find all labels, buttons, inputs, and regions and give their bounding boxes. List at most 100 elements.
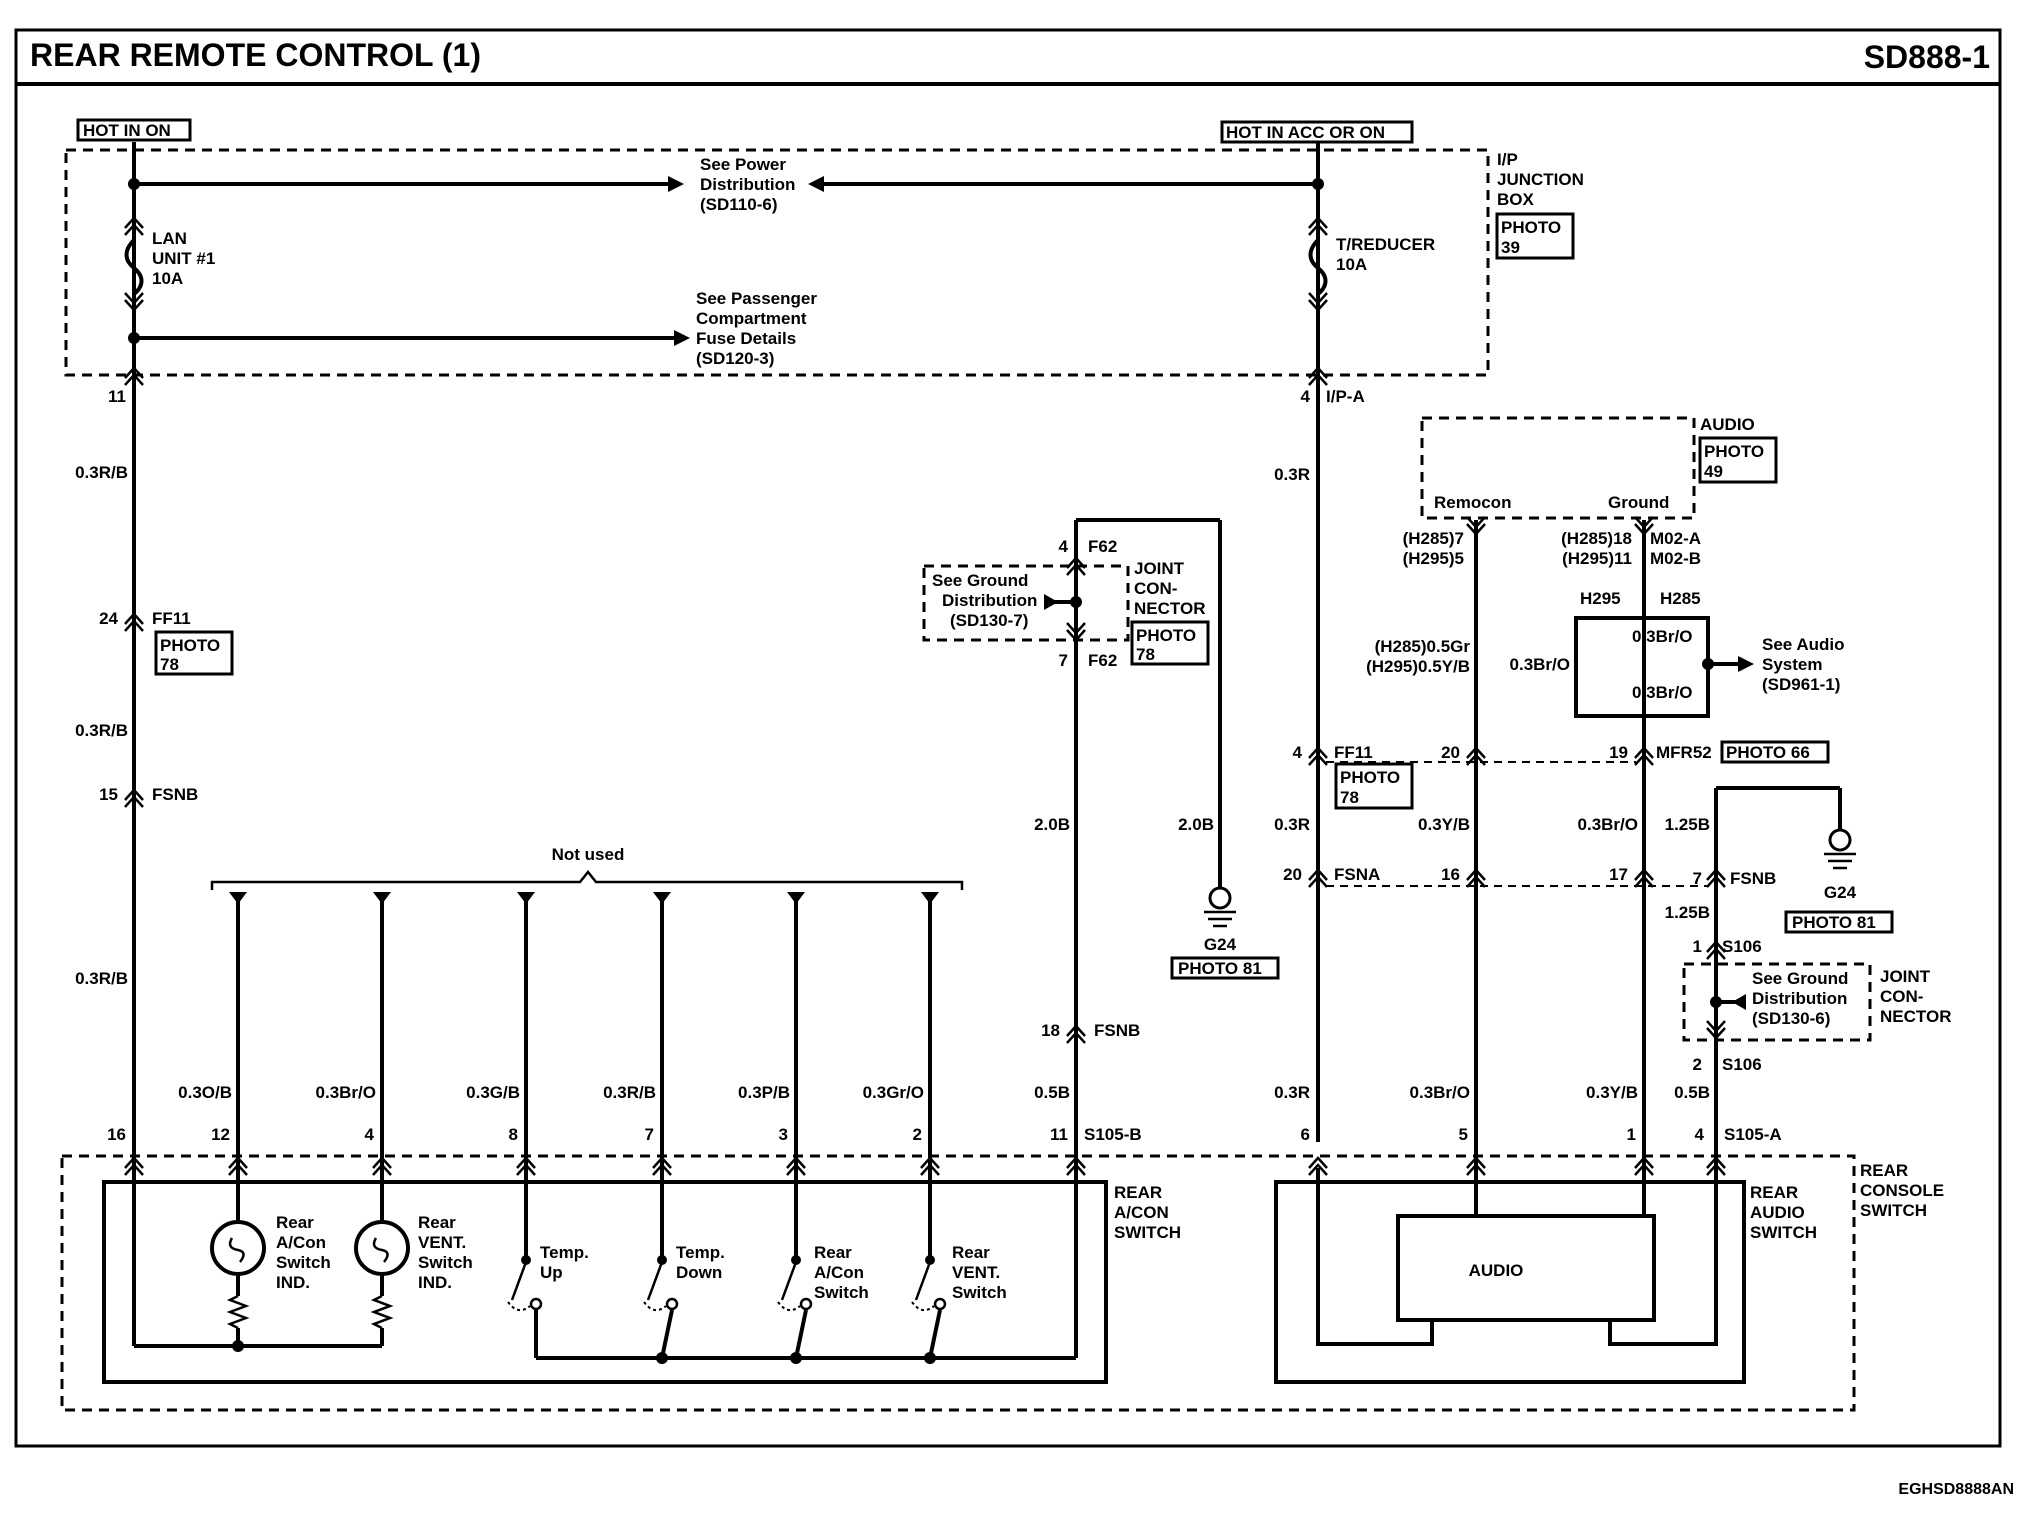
- g24-left-photo: PHOTO 81: [1178, 959, 1262, 978]
- hot-in-acc-label: HOT IN ACC OR ON: [1226, 123, 1385, 142]
- jb-photo-1: PHOTO: [1501, 218, 1561, 237]
- page-title: REAR REMOTE CONTROL (1): [30, 37, 481, 73]
- rcs-label-2: CONSOLE: [1860, 1181, 1944, 1200]
- ac-pin-4: 4: [365, 1125, 375, 1144]
- mfr52-photo: PHOTO 66: [1726, 743, 1810, 762]
- fsna-pin-16: 16: [1441, 865, 1460, 884]
- mfr52-label: MFR52: [1656, 743, 1712, 762]
- wire-r-2: 0.3R: [1274, 815, 1310, 834]
- fsna-pin-17: 17: [1609, 865, 1628, 884]
- audio-photo-2: 49: [1704, 462, 1723, 481]
- wire-gnd-a: 2.0B: [1034, 815, 1070, 834]
- wire-125b-2: 1.25B: [1665, 903, 1710, 922]
- fsnb-pin-7: 7: [1693, 869, 1702, 888]
- wire-05b: 0.5B: [1674, 1083, 1710, 1102]
- s106-pin-1: 1: [1693, 937, 1702, 956]
- sw4-label-1: Rear: [952, 1243, 990, 1262]
- pin-24-label: 24: [99, 609, 118, 628]
- jb-label-1: I/P: [1497, 150, 1518, 169]
- ff11-right-pin: 4: [1293, 743, 1303, 762]
- jc-left-2: CON-: [1134, 579, 1177, 598]
- wire-gnd-b: 2.0B: [1178, 815, 1214, 834]
- ac-wire-5: 0.3P/B: [738, 1083, 790, 1102]
- audio-module-label: AUDIO: [1469, 1261, 1524, 1280]
- s106-label-b: S106: [1722, 1055, 1762, 1074]
- fsnb-right-label: FSNB: [1730, 869, 1776, 888]
- fsnb-18-label: FSNB: [1094, 1021, 1140, 1040]
- see-gd-right-3: (SD130-6): [1752, 1009, 1830, 1028]
- s105a-pin-1: 1: [1627, 1125, 1636, 1144]
- sw3-label-1: Rear: [814, 1243, 852, 1262]
- see-audio-1: See Audio: [1762, 635, 1845, 654]
- fsnb-18-pin: 18: [1041, 1021, 1060, 1040]
- ff11-photo-1: PHOTO: [160, 636, 220, 655]
- jc-left-3: NECTOR: [1134, 599, 1205, 618]
- wire-rem-1: (H285)0.5Gr: [1375, 637, 1471, 656]
- temp-up-switch-icon: [507, 1168, 543, 1358]
- wire-r-3: 0.3R: [1274, 1083, 1310, 1102]
- rear-acon-switch-box: [102, 1180, 1108, 1384]
- ipa-label: I/P-A: [1326, 387, 1365, 406]
- ipa-pin-4: 4: [1301, 387, 1311, 406]
- wire-br-3: 0.3Br/O: [1632, 683, 1692, 702]
- ff11-right-photo-1: PHOTO: [1340, 768, 1400, 787]
- see-power-2: Distribution: [700, 175, 795, 194]
- rear-vent-ind-lamp-icon: [354, 1168, 410, 1346]
- see-pass-3: Fuse Details: [696, 329, 796, 348]
- jb-label-2: JUNCTION: [1497, 170, 1584, 189]
- ac-pin-16: 16: [107, 1125, 126, 1144]
- g24-right-photo: PHOTO 81: [1792, 913, 1876, 932]
- rear-console-switch: [60, 1154, 1856, 1412]
- ras-label-2: AUDIO: [1750, 1203, 1805, 1222]
- ac-pin-11: 11: [1050, 1125, 1068, 1144]
- wire-left-1: 0.3R/B: [75, 463, 128, 482]
- jb-label-3: BOX: [1497, 190, 1535, 209]
- sw2-label-2: Down: [676, 1263, 722, 1282]
- s105a-pin-6: 6: [1301, 1125, 1310, 1144]
- ind1-label-1: Rear: [276, 1213, 314, 1232]
- pin-11-label: 11: [108, 387, 126, 406]
- sw4-label-3: Switch: [952, 1283, 1007, 1302]
- see-ground-left-2: Distribution: [942, 591, 1037, 610]
- pin-15-label: 15: [99, 785, 118, 804]
- fuse-left-1: LAN: [152, 229, 187, 248]
- h295-11: (H295)11: [1562, 549, 1632, 568]
- h285-7: (H285)7: [1403, 529, 1464, 548]
- rcs-label-3: SWITCH: [1860, 1201, 1927, 1220]
- sw3-label-2: A/Con: [814, 1263, 864, 1282]
- ground-label: Ground: [1608, 493, 1669, 512]
- f62-pin-4: 4: [1059, 537, 1069, 556]
- see-ground-left-1: See Ground: [932, 571, 1028, 590]
- wire-rem-2: (H295)0.5Y/B: [1366, 657, 1470, 676]
- s106-label-a: S106: [1722, 937, 1762, 956]
- h285-18: (H285)18: [1561, 529, 1632, 548]
- wire-yb: 0.3Y/B: [1418, 815, 1470, 834]
- wire-br-1: 0.3Br/O: [1632, 627, 1692, 646]
- pin-19: 19: [1609, 743, 1628, 762]
- wire-125b: 1.25B: [1665, 815, 1710, 834]
- see-power-1: See Power: [700, 155, 786, 174]
- ac-wire-1: 0.3O/B: [178, 1083, 232, 1102]
- ac-wire-4: 0.3R/B: [603, 1083, 656, 1102]
- see-pass-1: See Passenger: [696, 289, 817, 308]
- see-gd-right-2: Distribution: [1752, 989, 1847, 1008]
- ind1-label-2: A/Con: [276, 1233, 326, 1252]
- see-audio-3: (SD961-1): [1762, 675, 1840, 694]
- jc-left-1: JOINT: [1134, 559, 1185, 578]
- audio-module-box: [1396, 1214, 1656, 1322]
- h285-label: H285: [1660, 589, 1701, 608]
- rear-vent-switch-icon: [911, 1168, 947, 1359]
- ac-switch-name-2: A/CON: [1114, 1203, 1169, 1222]
- diagram-code: SD888-1: [1864, 39, 1990, 75]
- h295-5: (H295)5: [1403, 549, 1464, 568]
- ac-pin-8: 8: [509, 1125, 518, 1144]
- wire-yb-2: 0.3Y/B: [1586, 1083, 1638, 1102]
- f62-pin-7: 7: [1059, 651, 1068, 670]
- ac-pin-3: 3: [779, 1125, 788, 1144]
- fuse-left-3: 10A: [152, 269, 183, 288]
- ind2-label-2: VENT.: [418, 1233, 466, 1252]
- sw3-label-3: Switch: [814, 1283, 869, 1302]
- h295-label: H295: [1580, 589, 1621, 608]
- ff11-right-photo-2: 78: [1340, 788, 1359, 807]
